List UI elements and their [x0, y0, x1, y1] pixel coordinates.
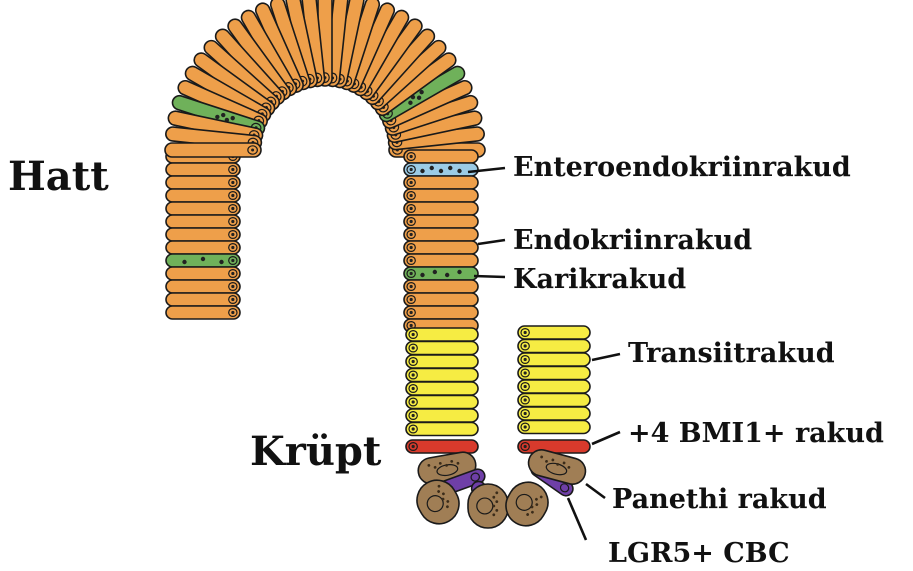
- enterocyte-cell: [166, 189, 240, 202]
- pointer-endocrine: [478, 240, 505, 244]
- transit-amplifying-cell: [518, 367, 590, 380]
- pointer-transit: [592, 354, 620, 360]
- enterocyte-cell: [404, 176, 478, 189]
- enterocyte-cell: [404, 215, 478, 228]
- goblet-cell: [166, 254, 240, 267]
- transit-amplifying-cell: [518, 326, 590, 339]
- enterocyte-cell: [404, 241, 478, 254]
- transit-amplifying-cell: [518, 380, 590, 393]
- transit-amplifying-cell: [406, 423, 478, 436]
- transit-amplifying-cell: [518, 340, 590, 353]
- label-lgr5: LGR5+ CBC: [608, 538, 790, 569]
- transit-amplifying-cell: [406, 369, 478, 382]
- transit-amplifying-cell: [406, 396, 478, 409]
- enterocyte-cell: [166, 202, 240, 215]
- transit-amplifying-cell: [406, 382, 478, 395]
- enterocyte-cell: [166, 280, 240, 293]
- pointer-goblet: [474, 276, 505, 277]
- pointer-lgr5: [568, 498, 586, 540]
- label-bmi1: +4 BMI1+ rakud: [628, 418, 884, 449]
- enterocyte-cell: [166, 163, 240, 176]
- enterocyte-cell: [165, 143, 261, 157]
- transit-amplifying-cell: [406, 355, 478, 368]
- region-label-villus: Hatt: [8, 153, 109, 200]
- label-paneth: Panethi rakud: [612, 484, 827, 515]
- paneth-cell: [468, 484, 508, 528]
- bmi1-cell: [406, 440, 478, 453]
- enterocyte-cell: [166, 215, 240, 228]
- enterocyte-cell: [404, 306, 478, 319]
- region-label-crypt: Krüpt: [250, 428, 382, 475]
- label-enteroendocrine: Enteroendokriinrakud: [513, 152, 851, 183]
- transit-amplifying-cell: [406, 409, 478, 422]
- enteroendocrine-cell: [404, 163, 478, 176]
- transit-amplifying-cell: [518, 407, 590, 420]
- transit-amplifying-cell: [518, 421, 590, 434]
- enterocyte-cell: [404, 254, 478, 267]
- enterocyte-cell: [166, 228, 240, 241]
- label-endocrine: Endokriinrakud: [513, 225, 752, 256]
- transit-amplifying-cell: [518, 394, 590, 407]
- enterocyte-cell: [404, 202, 478, 215]
- enterocyte-cell: [404, 280, 478, 293]
- transit-amplifying-cell: [406, 328, 478, 341]
- enterocyte-cell: [404, 293, 478, 306]
- label-goblet: Karikrakud: [513, 264, 686, 295]
- enterocyte-cell: [166, 267, 240, 280]
- enterocyte-cell: [404, 150, 478, 163]
- enterocyte-cell: [404, 189, 478, 202]
- enterocyte-cell: [166, 293, 240, 306]
- transit-amplifying-cell: [406, 342, 478, 355]
- pointer-paneth: [586, 484, 605, 498]
- enterocyte-cell: [166, 241, 240, 254]
- pointer-bmi1: [592, 432, 620, 444]
- enterocyte-cell: [166, 306, 240, 319]
- transit-amplifying-cell: [518, 353, 590, 366]
- bmi1-cell: [518, 440, 590, 453]
- enterocyte-cell: [404, 228, 478, 241]
- enterocyte-cell: [166, 176, 240, 189]
- label-transit: Transiitrakud: [628, 338, 835, 369]
- goblet-cell: [404, 267, 478, 280]
